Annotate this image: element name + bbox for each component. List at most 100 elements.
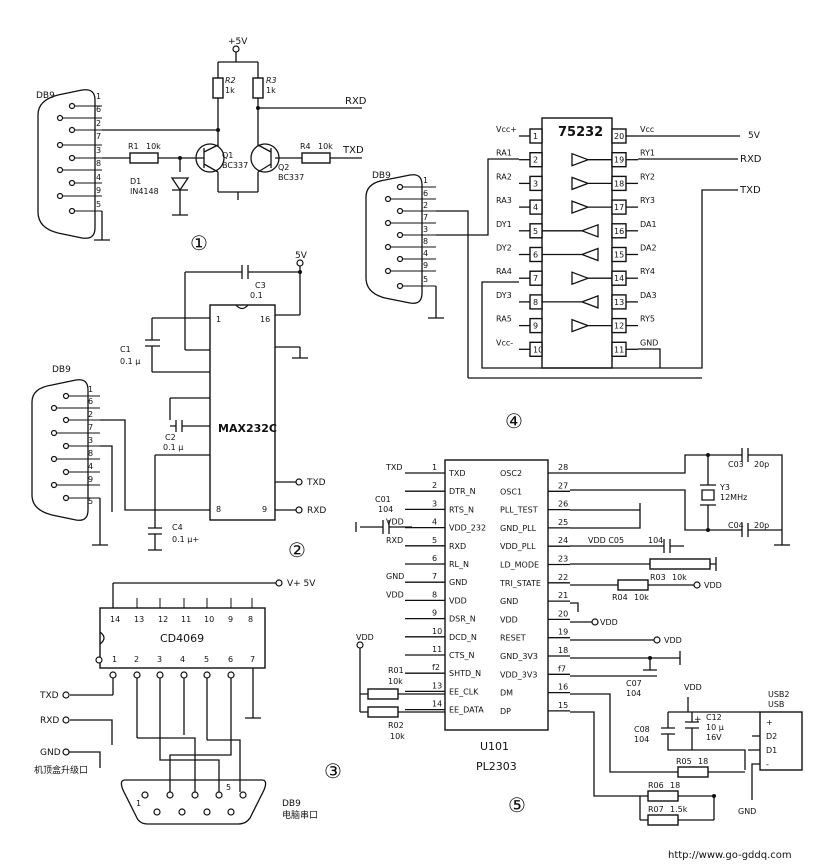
circuit5-left-pin-net: VDD xyxy=(386,518,404,527)
circuit4-pin-6: 6 xyxy=(423,189,428,198)
circuit2-rxd: RXD xyxy=(307,506,326,516)
circuit4-left-pin-num: 3 xyxy=(533,179,538,188)
circuit1-pin-5: 5 xyxy=(96,200,101,209)
circuit3-top-11: 11 xyxy=(181,615,191,624)
circuit5-c12-value: 10 μ xyxy=(706,723,724,732)
circuit2-pin-9: 9 xyxy=(88,475,93,484)
circuit5-left-pin-num: 8 xyxy=(432,590,437,599)
circuit1-r3-value: 1k xyxy=(266,86,276,95)
circuit3-top-13: 13 xyxy=(134,615,144,624)
circuit5-right-pin-name: GND xyxy=(500,597,518,606)
circuit1-r1-value: 10k xyxy=(146,142,161,151)
circuit5-left-pin-num: 14 xyxy=(432,700,442,709)
circuit1-r3 xyxy=(252,77,264,99)
circuit5-right-pin-name: LD_MODE xyxy=(500,561,539,570)
circuit3-stb-label: 机顶盒升级口 xyxy=(34,764,88,776)
circuit4-right-pin-num: 17 xyxy=(614,203,624,212)
circuit4-right-pin-num: 18 xyxy=(614,179,624,188)
circuit4-pin-8: 8 xyxy=(423,237,428,246)
circuit4-supply: 5V xyxy=(748,131,761,141)
circuit5-left-pin-name: SHTD_N xyxy=(449,669,481,678)
circuit3-db9-pin5: 5 xyxy=(226,783,231,792)
circuit2-c3-value: 0.1 xyxy=(250,291,263,300)
circuit2-db9-shell xyxy=(31,379,89,521)
circuit5-left-pin-num: 4 xyxy=(432,518,437,527)
circuit5-r01-ref: R01 xyxy=(388,666,404,675)
circuit4-left-pin-num: 2 xyxy=(533,156,538,165)
circuit5-usb-pin-d1: D1 xyxy=(766,746,777,755)
circuit5-right-pin-num: f7 xyxy=(558,664,566,673)
circuit5-usb-type: USB xyxy=(768,700,784,709)
circuit4-left-pin-label: RA5 xyxy=(496,315,512,324)
circuit5-left-pin-num: 3 xyxy=(432,499,437,508)
circuit5-right-pin-name: VDD_3V3 xyxy=(500,670,537,679)
circuit4-right-pins: 20Vcc19RY118RY217RY316DA115DA214RY413DA3… xyxy=(611,125,658,357)
svg-text:+: + xyxy=(694,715,702,725)
circuit5-left-pin-num: 13 xyxy=(432,681,442,690)
circuit5-r06 xyxy=(647,790,679,802)
circuit1-db9-label: DB9 xyxy=(36,91,55,101)
circuit5-right-pin-name: OSC1 xyxy=(500,487,522,496)
circuit1-supply: +5V xyxy=(228,37,248,47)
circuit5-left-pin-num: 2 xyxy=(432,481,437,490)
circuit-3: V+ 5V CD4069 14 13 12 11 10 9 8 1 2 3 4 … xyxy=(34,579,342,825)
circuit5-left-pin-num: 5 xyxy=(432,536,437,545)
circuit5-left-pin-name: TXD xyxy=(448,469,466,478)
circuit1-number: ① xyxy=(190,231,208,255)
circuit5-left-pin-name: DCD_N xyxy=(449,633,477,642)
circuit4-left-pin-num: 10 xyxy=(533,345,543,354)
circuit5-y3-ref: Y3 xyxy=(719,483,730,492)
circuit5-c12-ref: C12 xyxy=(706,713,722,722)
circuit1-pin-4: 4 xyxy=(96,173,101,182)
circuit2-pin-2: 2 xyxy=(88,410,93,419)
circuit4-right-pin-num: 15 xyxy=(614,251,624,260)
circuit5-c01-ref: C01 xyxy=(375,495,391,504)
circuit4-pin-7: 7 xyxy=(423,213,428,222)
circuit1-q1-ref: Q1 xyxy=(222,151,233,160)
circuit5-left-pin-name: RL_N xyxy=(449,560,469,569)
circuit4-right-pin-label: RY2 xyxy=(640,172,655,181)
circuit5-vdd-20: VDD xyxy=(600,618,618,627)
circuit4-db9-label: DB9 xyxy=(372,171,391,181)
circuit4-left-pins: 1Vcc+2RA13RA24RA35DY16DY27RA48DY39RA510V… xyxy=(496,125,612,357)
circuit3-bot-4: 4 xyxy=(180,655,185,664)
circuit3-db9-sub: 电脑串口 xyxy=(282,809,318,821)
circuit3-top-12: 12 xyxy=(158,615,168,624)
circuit5-left-pins: 1TXDTXD2DTR_N3RTS_N4VDD_232VDD5RXDRXD6RL… xyxy=(385,463,486,715)
circuit1-r2 xyxy=(212,77,224,99)
circuit5-left-pin-net: RXD xyxy=(386,536,403,545)
circuit5-right-pin-name: GND_3V3 xyxy=(500,652,538,661)
circuit2-pin16: 16 xyxy=(260,315,270,324)
circuit5-left-pin-name: CTS_N xyxy=(449,651,475,660)
circuit5-left-pin-name: DTR_N xyxy=(449,487,476,496)
circuit5-r07 xyxy=(647,814,679,826)
circuit2-txd: TXD xyxy=(306,478,326,488)
circuit5-left-pin-net: GND xyxy=(386,572,404,581)
circuit5-left-pin-num: 11 xyxy=(432,645,442,654)
circuit1-r2-value: 1k xyxy=(225,86,235,95)
circuit1-r4-ref: R4 xyxy=(300,142,311,151)
circuit1-db9-pins xyxy=(56,102,102,215)
circuit5-c12-voltage: 16V xyxy=(706,733,722,742)
circuit1-pin-7: 7 xyxy=(96,132,101,141)
circuit2-pin8: 8 xyxy=(216,505,221,514)
circuit4-rxd: RXD xyxy=(740,154,762,165)
circuit5-right-pin-name: TRI_STATE xyxy=(499,579,541,588)
